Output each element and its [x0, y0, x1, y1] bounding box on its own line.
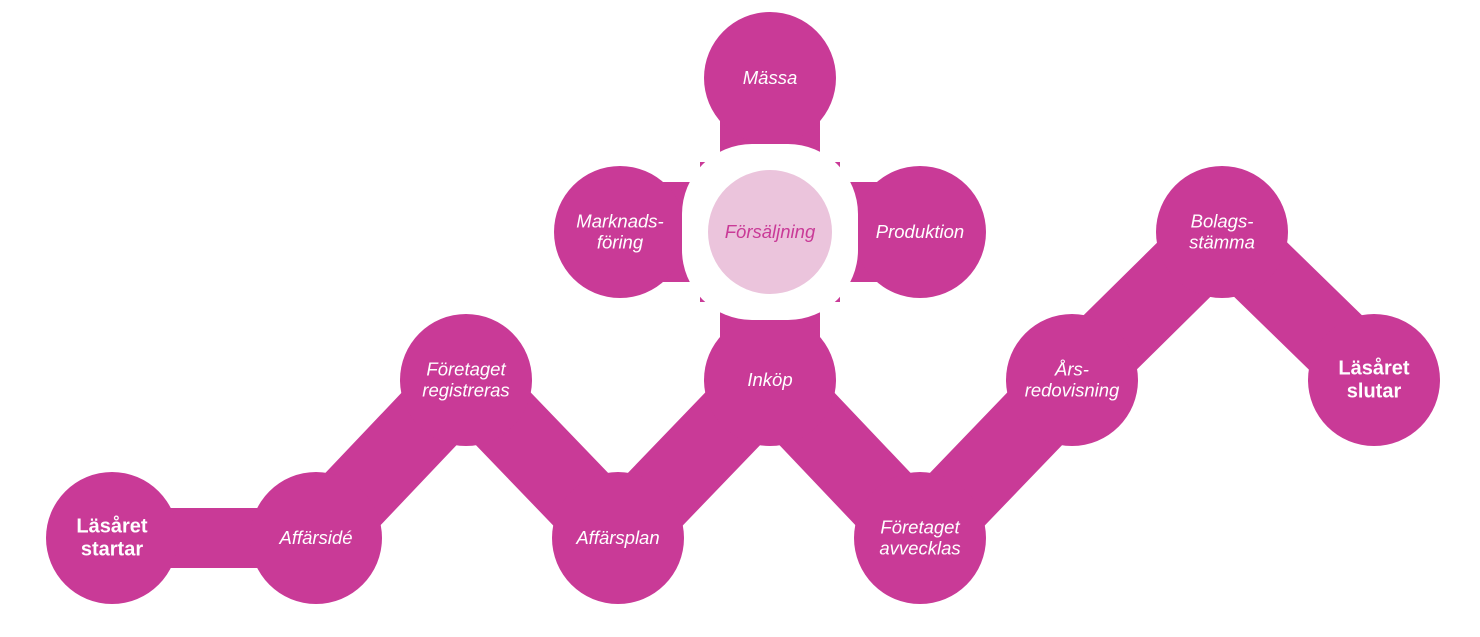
node-foretaget-avvecklas — [854, 472, 986, 604]
node-foretaget-registreras — [400, 314, 532, 446]
label-line: Bolags- — [1191, 211, 1254, 232]
label-line: Mässa — [743, 67, 798, 88]
label-line: Läsåret — [1338, 357, 1409, 380]
label-line: Inköp — [747, 369, 792, 390]
label-inkop: Inköp — [747, 369, 792, 390]
node-marknadsforing — [554, 166, 686, 298]
label-affarsplan: Affärsplan — [575, 527, 659, 548]
node-massa — [704, 12, 836, 144]
label-line: Produktion — [876, 221, 964, 242]
label-massa: Mässa — [743, 67, 798, 88]
node-affarsplan — [552, 472, 684, 604]
label-bolagsstamma: Bolags-stämma — [1189, 211, 1255, 253]
label-line: Affärsidé — [278, 527, 352, 548]
label-line: avvecklas — [879, 538, 960, 559]
label-affarside: Affärsidé — [278, 527, 352, 548]
label-line: slutar — [1347, 381, 1402, 403]
label-marknadsforing: Marknads-föring — [576, 211, 663, 253]
label-produktion: Produktion — [876, 221, 964, 242]
label-line: Läsåret — [76, 515, 147, 538]
label-arsredovisning: Års-redovisning — [1025, 359, 1120, 401]
node-bolagsstamma — [1156, 166, 1288, 298]
label-line: redovisning — [1025, 380, 1120, 401]
node-affarside — [250, 472, 382, 604]
node-produktion — [854, 166, 986, 298]
label-line: Företaget — [426, 359, 506, 380]
label-line: Affärsplan — [575, 527, 659, 548]
label-line: Företaget — [880, 517, 960, 538]
center-node — [682, 144, 858, 320]
label-line: Försäljning — [725, 221, 816, 242]
label-line: startar — [81, 539, 143, 561]
label-line: stämma — [1189, 232, 1255, 253]
center-circle — [708, 170, 832, 294]
label-forsaljning: Försäljning — [725, 221, 816, 242]
label-line: Marknads- — [576, 211, 663, 232]
label-line: Års- — [1054, 359, 1089, 380]
label-line: föring — [597, 232, 644, 253]
node-lasaret-slutar — [1308, 314, 1440, 446]
node-inkop — [704, 314, 836, 446]
node-arsredovisning — [1006, 314, 1138, 446]
label-line: registreras — [422, 380, 509, 401]
node-lasaret-startar — [46, 472, 178, 604]
